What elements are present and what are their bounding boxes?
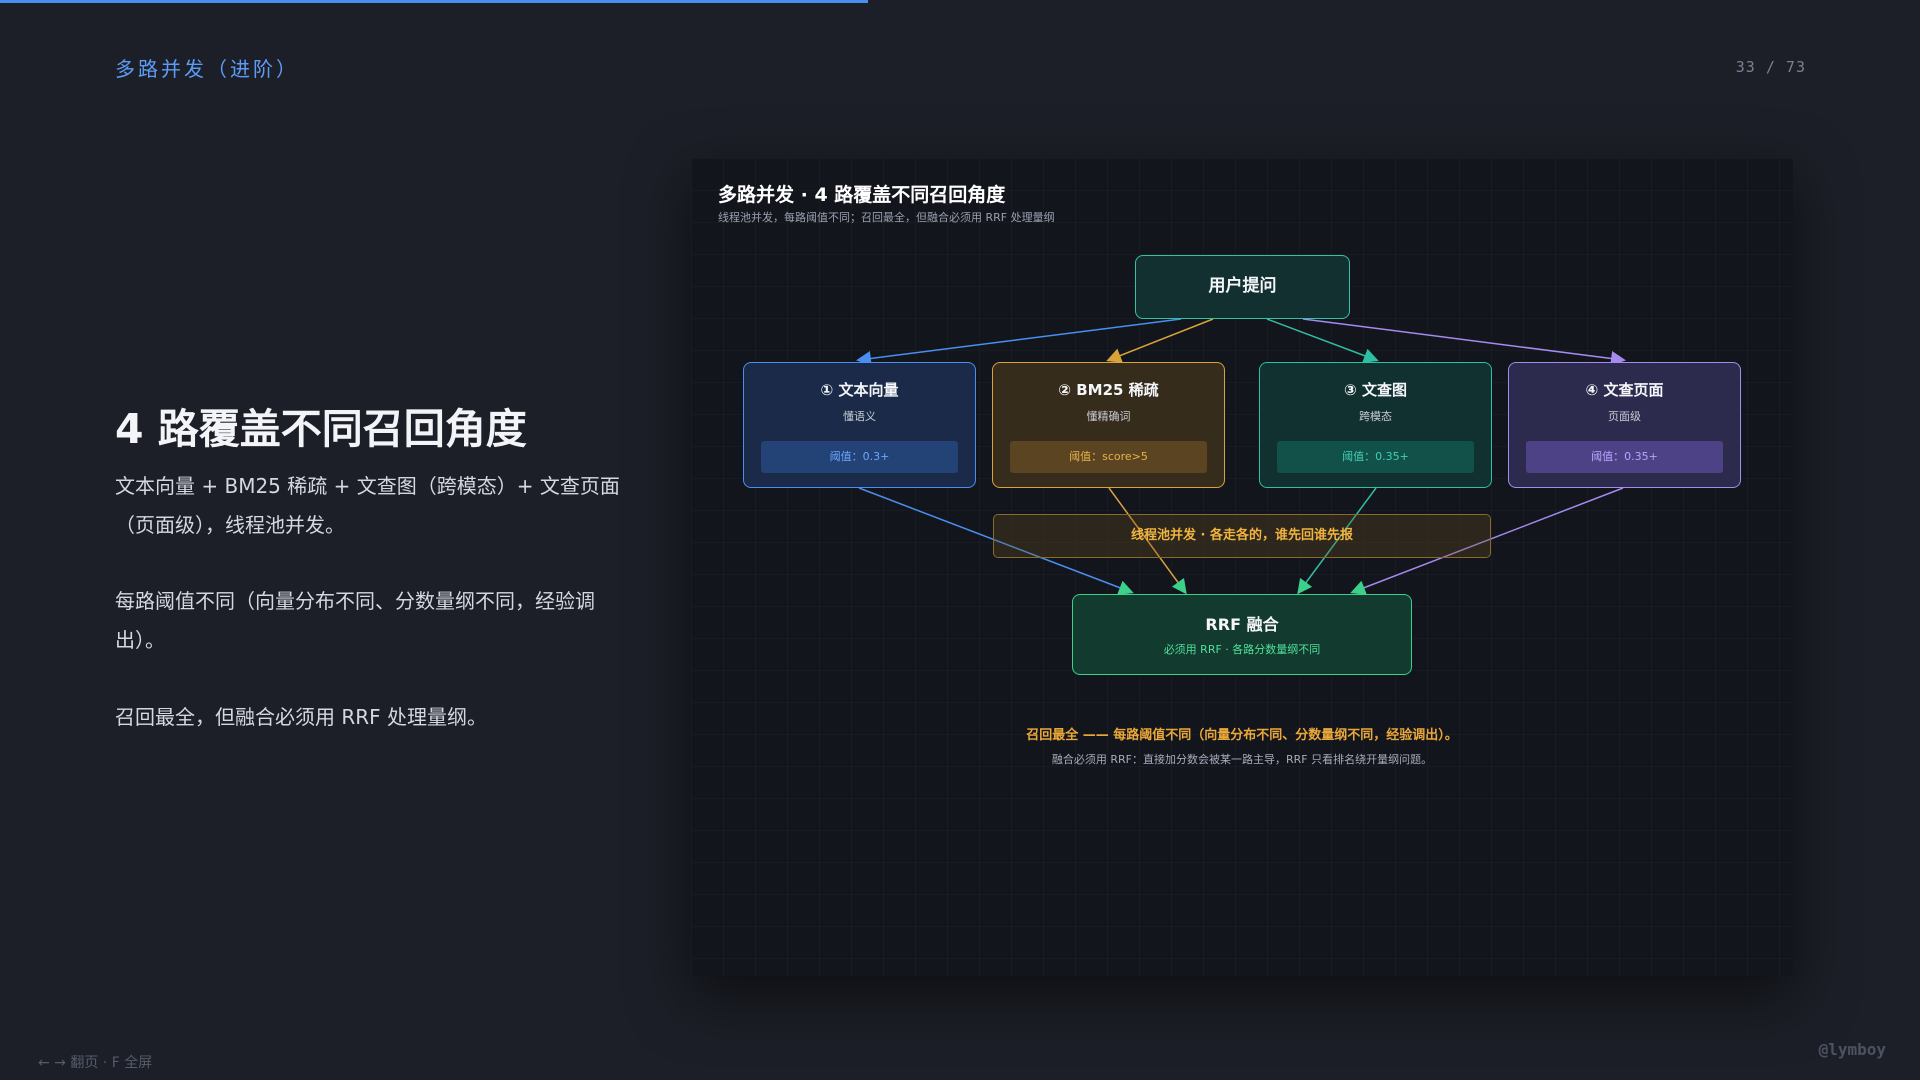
node-text-vector-title: ① 文本向量 xyxy=(820,381,899,399)
node-text-image-title: ③ 文查图 xyxy=(1344,381,1407,399)
paragraph-2: 每路阈值不同（向量分布不同、分数量纲不同，经验调出）。 xyxy=(115,589,595,652)
edge-user-to-bm25 xyxy=(1106,318,1214,363)
author-watermark: @lymboy xyxy=(1818,1040,1886,1059)
node-text-image-sub: 跨模态 xyxy=(1359,410,1392,423)
diagram-title: 多路并发 · 4 路覆盖不同召回角度 xyxy=(718,184,1006,206)
node-bm25-title: ② BM25 稀疏 xyxy=(1058,381,1159,399)
keyboard-nav-hint: ← → 翻页 · F 全屏 xyxy=(38,1055,153,1071)
node-rrf-title: RRF 融合 xyxy=(1205,615,1279,634)
node-user-question: 用户提问 xyxy=(1135,255,1350,319)
node-bm25-threshold: 阈值：score>5 xyxy=(1010,441,1207,473)
diagram-connectors xyxy=(856,318,1626,595)
node-text-vector-sub: 懂语义 xyxy=(843,410,876,423)
node-text-image: ③ 文查图 跨模态 阈值：0.35+ xyxy=(1259,362,1492,488)
node-bm25: ② BM25 稀疏 懂精确词 阈值：score>5 xyxy=(992,362,1225,488)
node-rrf-sub: 必须用 RRF · 各路分数量纲不同 xyxy=(1163,643,1321,656)
node-rrf-fusion: RRF 融合 必须用 RRF · 各路分数量纲不同 xyxy=(1072,594,1412,675)
edge-text-page-to-rrf xyxy=(1350,487,1624,595)
edge-user-to-text-page xyxy=(1302,318,1626,366)
node-user-question-label: 用户提问 xyxy=(1208,276,1277,296)
node-text-page-threshold: 阈值：0.35+ xyxy=(1526,441,1723,473)
node-text-page: ④ 文查页面 页面级 阈值：0.35+ xyxy=(1508,362,1741,488)
diagram-subtitle: 线程池并发，每路阈值不同；召回最全，但融合必须用 RRF 处理量纲 xyxy=(718,211,1055,224)
progress-fill xyxy=(0,0,868,3)
diagram-note-main: 召回最全 —— 每路阈值不同（向量分布不同、分数量纲不同，经验调出）。 xyxy=(1026,728,1458,743)
slide-heading: 4 路覆盖不同召回角度 xyxy=(115,405,527,453)
section-title: 多路并发（进阶） xyxy=(115,57,299,81)
diagram-note-sub: 融合必须用 RRF：直接加分数会被某一路主导，RRF 只看排名绕开量纲问题。 xyxy=(1051,753,1433,766)
paragraph-3: 召回最全，但融合必须用 RRF 处理量纲。 xyxy=(115,705,488,729)
page-counter: 33 / 73 xyxy=(1735,58,1806,76)
progress-bar xyxy=(0,0,1920,3)
node-text-vector-threshold: 阈值：0.3+ xyxy=(761,441,958,473)
diagram-card: 多路并发 · 4 路覆盖不同召回角度 线程池并发，每路阈值不同；召回最全，但融合… xyxy=(691,158,1793,976)
edge-text-vector-to-rrf xyxy=(858,487,1134,595)
edge-user-to-text-image xyxy=(1266,318,1379,363)
node-text-image-threshold: 阈值：0.35+ xyxy=(1277,441,1474,473)
node-bm25-sub: 懂精确词 xyxy=(1086,410,1131,423)
paragraph-1: 文本向量 + BM25 稀疏 + 文查图（跨模态）+ 文查页面（页面级），线程池… xyxy=(115,474,620,537)
node-text-page-title: ④ 文查页面 xyxy=(1585,381,1664,399)
thread-pool-banner: 线程池并发 · 各走各的，谁先回谁先报 xyxy=(993,514,1491,558)
node-text-page-sub: 页面级 xyxy=(1608,410,1641,423)
node-text-vector: ① 文本向量 懂语义 阈值：0.3+ xyxy=(743,362,976,488)
edge-bm25-to-rrf xyxy=(1108,487,1187,595)
edge-text-image-to-rrf xyxy=(1297,487,1377,595)
edge-user-to-text-vector xyxy=(856,318,1182,366)
